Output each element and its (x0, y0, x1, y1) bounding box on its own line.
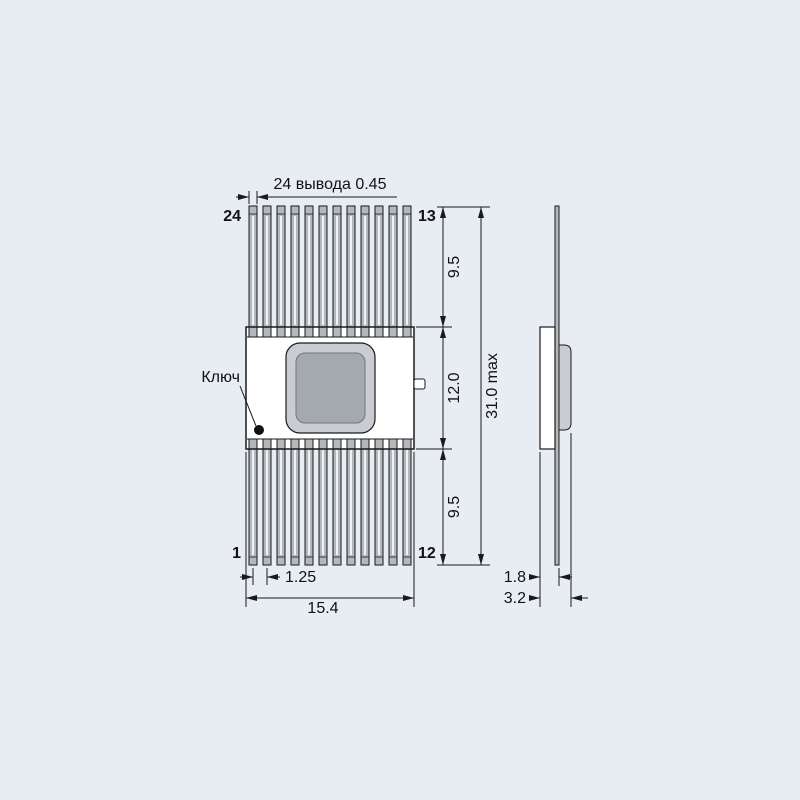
pin-stripe (308, 450, 310, 555)
pin-stripe (266, 216, 268, 325)
arrowhead (440, 327, 446, 338)
pin-label-24: 24 (223, 208, 241, 225)
pin-stripe (364, 450, 366, 555)
dim-body-width: 15.4 (307, 600, 338, 617)
key-label: Ключ (201, 369, 240, 386)
arrowhead (246, 595, 257, 601)
arrowhead (478, 554, 484, 565)
pin-stripe (252, 450, 254, 555)
dim-body-height: 12.0 (446, 372, 463, 403)
pin-stripe (392, 450, 394, 555)
pin-stripe (392, 216, 394, 325)
arrowhead (571, 595, 582, 601)
top-pins (248, 205, 412, 338)
side-tab (413, 378, 426, 390)
arrowhead (529, 574, 540, 580)
pin-stripe (280, 216, 282, 325)
arrowhead (257, 194, 268, 200)
arrowhead (440, 449, 446, 460)
pin-label-1: 1 (232, 545, 241, 562)
bottom-pins (248, 438, 412, 566)
pin-stripe (280, 450, 282, 555)
pin-stripe (350, 450, 352, 555)
arrowhead (267, 574, 278, 580)
pin-stripe (406, 216, 408, 325)
pin-label-12: 12 (418, 545, 436, 562)
pin-stripe (378, 216, 380, 325)
pin-stripe (406, 450, 408, 555)
pin-stripe (252, 216, 254, 325)
dim-pin-width-note: 24 вывода 0.45 (274, 176, 387, 193)
pin-stripe (378, 450, 380, 555)
arrowhead (529, 595, 540, 601)
side-view (539, 205, 572, 566)
key-leader-line (239, 385, 257, 427)
arrowhead (238, 194, 249, 200)
pin-stripe (322, 450, 324, 555)
arrowhead (440, 316, 446, 327)
side-body (539, 326, 556, 450)
pin-stripe (336, 450, 338, 555)
dim-body-thickness: 1.8 (504, 569, 526, 586)
arrowhead (403, 595, 414, 601)
arrowhead (559, 574, 570, 580)
arrowhead (440, 554, 446, 565)
key-dot (254, 425, 264, 435)
arrowhead (440, 438, 446, 449)
pin-stripe (308, 216, 310, 325)
pin-stripe (350, 216, 352, 325)
front-view (245, 205, 426, 566)
pin-stripe (294, 450, 296, 555)
pin-stripe (364, 216, 366, 325)
pin-stripe (266, 450, 268, 555)
side-lid (557, 344, 572, 431)
dim-overall-height: 31.0 max (484, 353, 501, 419)
dim-top-pins-length: 9.5 (446, 256, 463, 278)
arrowhead (478, 207, 484, 218)
dimensions: 24 вывода 0.45 24 13 1 12 Ключ 9.5 12.0 … (201, 176, 588, 617)
dim-pin-pitch: 1.25 (285, 569, 316, 586)
pin-stripe (336, 216, 338, 325)
pin-label-13: 13 (418, 208, 436, 225)
arrowhead (440, 207, 446, 218)
lid-inner (295, 352, 366, 424)
pin-stripe (294, 216, 296, 325)
dim-overall-thickness: 3.2 (504, 590, 526, 607)
pin-stripe (322, 216, 324, 325)
dim-bottom-pins-length: 9.5 (446, 496, 463, 518)
arrowhead (242, 574, 253, 580)
